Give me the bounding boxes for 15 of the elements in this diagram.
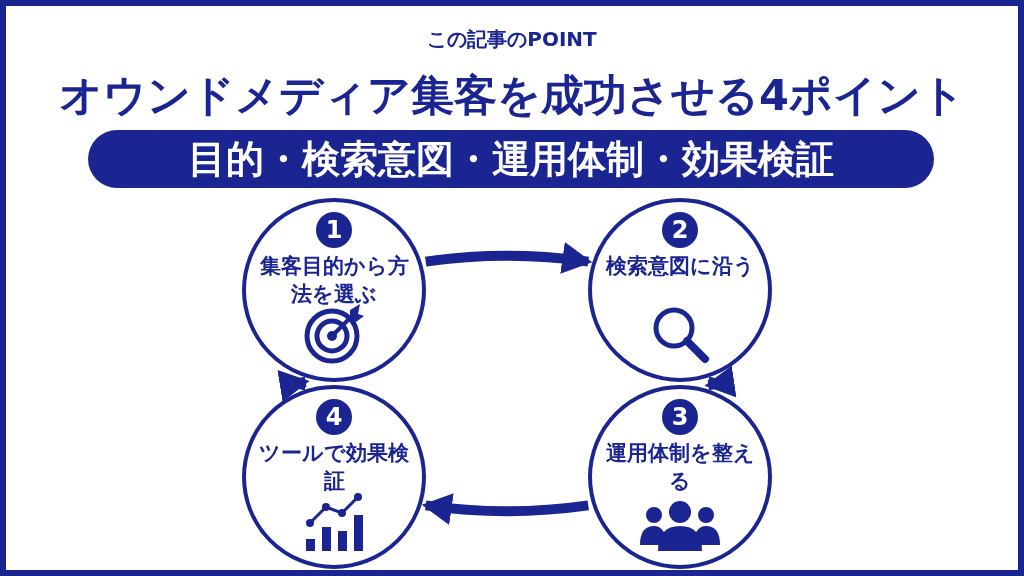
banner: 目的・検索意図・運用体制・効果検証 <box>88 130 934 188</box>
curved-arrow <box>704 365 737 398</box>
step-text: 運用体制を整える <box>604 440 756 495</box>
number-badge: 1 <box>316 212 352 248</box>
curved-arrow <box>277 370 310 402</box>
number-badge: 3 <box>662 399 698 435</box>
curved-arrow <box>425 242 593 275</box>
step-text: ツールで効果検証 <box>258 440 410 495</box>
title: オウンドメディア集客を成功させる4ポイント <box>58 69 966 122</box>
step-text: 集客目的から方法を選ぶ <box>258 253 410 308</box>
number-badge: 2 <box>662 212 698 248</box>
curved-arrow <box>421 492 589 525</box>
number-badge: 4 <box>316 399 352 435</box>
subheading: この記事のPOINT <box>426 26 598 53</box>
step-text: 検索意図に沿う <box>604 253 756 280</box>
